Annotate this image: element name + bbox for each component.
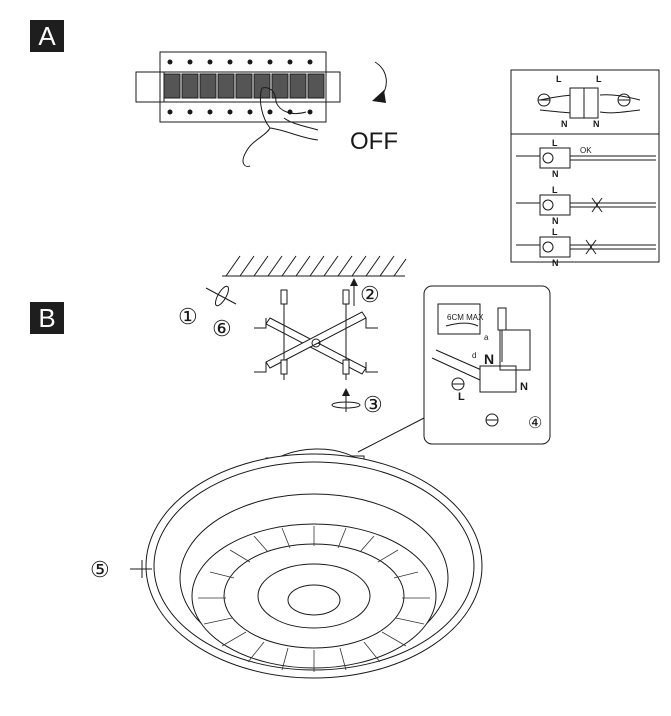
detail-l-label: L [458, 391, 465, 403]
rotate-arrow-icon [374, 61, 387, 99]
wiring-row2-n: N [552, 216, 559, 226]
detail-n-label: N [520, 381, 528, 393]
fan-blades [198, 526, 430, 672]
wiring-top-n-left: N [561, 119, 568, 129]
ceiling-hatch [222, 255, 407, 277]
wiring-row3-n: N [552, 258, 559, 268]
detail-n-large: N [484, 351, 494, 367]
wiring-row-bad-1 [516, 194, 656, 216]
callout-6: ⑥ [212, 316, 232, 341]
callout-1: ① [178, 304, 198, 329]
breaker-panel [135, 51, 341, 123]
detail-wire-a: a [484, 333, 489, 342]
wiring-row3-l: L [552, 227, 558, 237]
callout-4: ④ [528, 415, 542, 432]
wiring-panel [510, 69, 660, 263]
screws [280, 289, 350, 380]
callout-3: ③ [363, 392, 383, 417]
hand-icon [242, 87, 319, 167]
callout-5: ⑤ [90, 557, 110, 582]
wiring-row2-l: L [552, 185, 558, 195]
mounting-bracket [254, 289, 378, 380]
wiring-row1-l: L [552, 138, 558, 148]
step-a-badge: A [30, 20, 64, 52]
wiring-top-l-right: L [596, 74, 602, 84]
ceiling-fan [145, 448, 483, 679]
wiring-top-n-right: N [593, 119, 600, 129]
wiring-ok-label: OK [580, 146, 592, 155]
detail-wire-d: d [472, 351, 476, 360]
detail-max-strip: 6CM MAX [447, 313, 484, 322]
callout-2: ② [360, 282, 380, 307]
wiring-row-ok [516, 147, 656, 169]
step-b-badge: B [30, 302, 64, 334]
off-label: OFF [350, 128, 398, 155]
wiring-row1-n: N [552, 169, 559, 179]
detail-callout [357, 285, 551, 453]
breaker-switches [163, 73, 325, 99]
wiring-top-l-left: L [556, 74, 562, 84]
wiring-row-bad-2 [516, 236, 656, 258]
